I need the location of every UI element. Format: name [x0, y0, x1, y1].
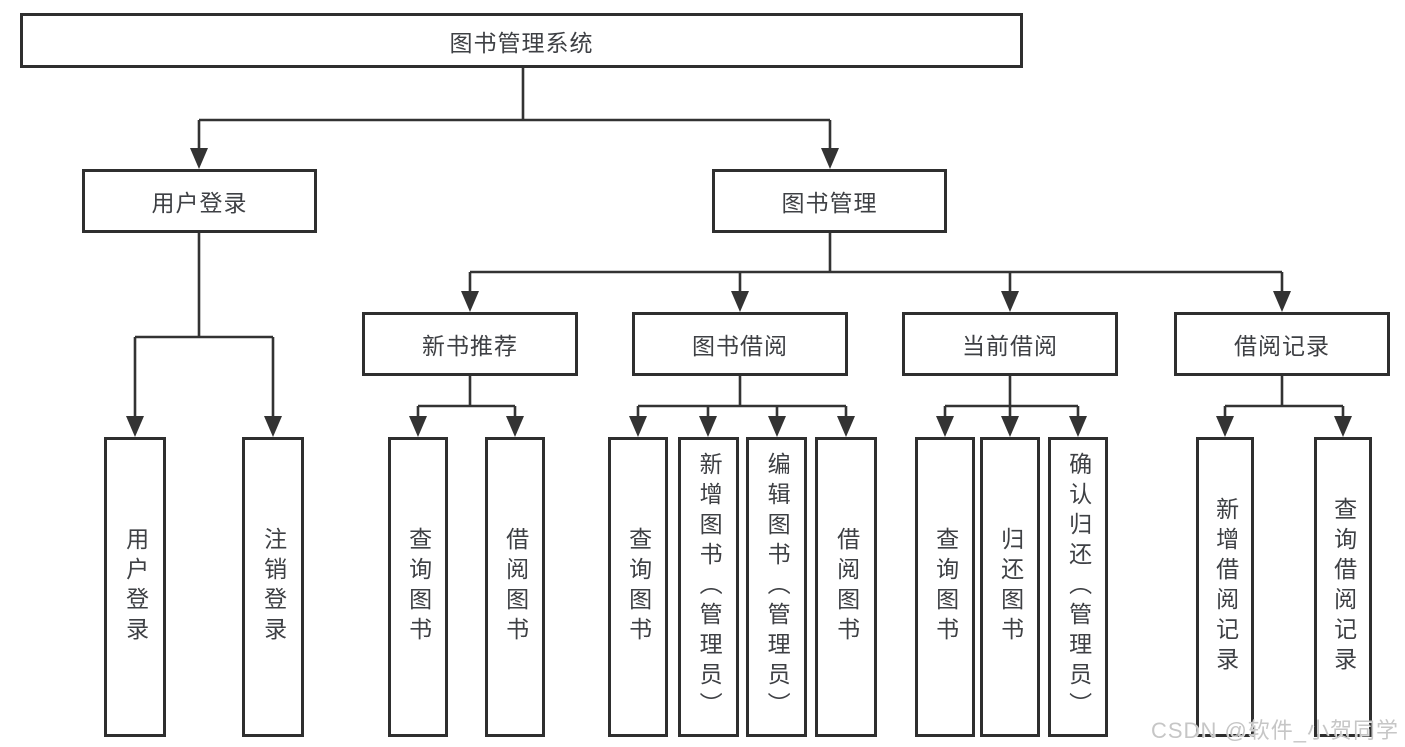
arrowhead-icon	[1334, 416, 1352, 437]
arrowhead-icon	[190, 148, 208, 169]
leaf-return-books: 归还图书	[980, 437, 1040, 737]
node-label: 用户登录	[122, 527, 149, 647]
leaf-query-books-borrowing: 查询图书	[608, 437, 668, 737]
node-label: 编辑图书（管理员）	[764, 452, 791, 722]
leaf-borrow-books-2: 借阅图书	[815, 437, 877, 737]
connector-path	[636, 376, 848, 417]
node-label: 图书管理	[781, 190, 878, 216]
arrowhead-icon	[1001, 416, 1019, 437]
leaf-confirm-return-admin: 确认归还（管理员）	[1048, 437, 1108, 737]
arrowhead-icon	[1273, 291, 1291, 312]
node-user-login: 用户登录	[82, 169, 317, 233]
arrowhead-icon	[1216, 416, 1234, 437]
node-label: 当前借阅	[962, 333, 1058, 359]
leaf-user-login: 用户登录	[104, 437, 166, 737]
node-label: 图书管理系统	[449, 29, 594, 56]
arrowhead-icon	[461, 291, 479, 312]
arrowhead-icon	[1001, 291, 1019, 312]
node-label: 查询图书	[405, 527, 432, 647]
arrowhead-icon	[731, 291, 749, 312]
node-label: 用户登录	[151, 190, 248, 216]
leaf-query-borrow-record: 查询借阅记录	[1314, 437, 1372, 737]
leaf-borrow-books-recommend: 借阅图书	[485, 437, 545, 737]
leaf-query-books-recommend: 查询图书	[388, 437, 448, 737]
arrowhead-icon	[1069, 416, 1087, 437]
node-label: 查询图书	[932, 527, 959, 647]
arrowhead-icon	[409, 416, 427, 437]
node-book-management: 图书管理	[712, 169, 947, 233]
leaf-edit-book-admin: 编辑图书（管理员）	[746, 437, 807, 737]
node-book-borrowing: 图书借阅	[632, 312, 848, 376]
node-label: 注销登录	[260, 527, 287, 647]
connector-path	[943, 376, 1080, 417]
node-borrowing-records: 借阅记录	[1174, 312, 1390, 376]
node-label: 借阅图书	[502, 527, 529, 647]
arrowhead-icon	[629, 416, 647, 437]
leaf-query-books-current: 查询图书	[915, 437, 975, 737]
csdn-watermark: CSDN @软件_小贺同学	[1151, 718, 1400, 743]
node-new-book-recommend: 新书推荐	[362, 312, 578, 376]
node-root-library-management-system: 图书管理系统	[20, 13, 1023, 68]
node-label: 确认归还（管理员）	[1065, 452, 1092, 722]
connector-path	[416, 376, 517, 417]
node-label: 新增图书（管理员）	[696, 452, 723, 722]
node-label: 查询借阅记录	[1330, 497, 1357, 677]
node-label: 借阅图书	[833, 527, 860, 647]
arrowhead-icon	[126, 416, 144, 437]
leaf-logout-login: 注销登录	[242, 437, 304, 737]
connector-path	[1223, 376, 1345, 417]
node-label: 借阅记录	[1234, 333, 1330, 359]
connector-path	[468, 233, 1284, 293]
node-label: 归还图书	[997, 527, 1024, 647]
leaf-add-book-admin: 新增图书（管理员）	[678, 437, 739, 737]
arrowhead-icon	[699, 416, 717, 437]
arrowhead-icon	[837, 416, 855, 437]
node-current-borrowing: 当前借阅	[902, 312, 1118, 376]
arrowhead-icon	[936, 416, 954, 437]
node-label: 新增借阅记录	[1212, 497, 1239, 677]
arrowhead-icon	[821, 148, 839, 169]
arrowhead-icon	[506, 416, 524, 437]
node-label: 查询图书	[625, 527, 652, 647]
leaf-add-borrow-record: 新增借阅记录	[1196, 437, 1254, 737]
arrowhead-icon	[264, 416, 282, 437]
arrowhead-icon	[768, 416, 786, 437]
connector-path	[133, 233, 275, 417]
node-label: 新书推荐	[422, 333, 518, 359]
connector-path	[197, 68, 832, 150]
node-label: 图书借阅	[692, 333, 788, 359]
